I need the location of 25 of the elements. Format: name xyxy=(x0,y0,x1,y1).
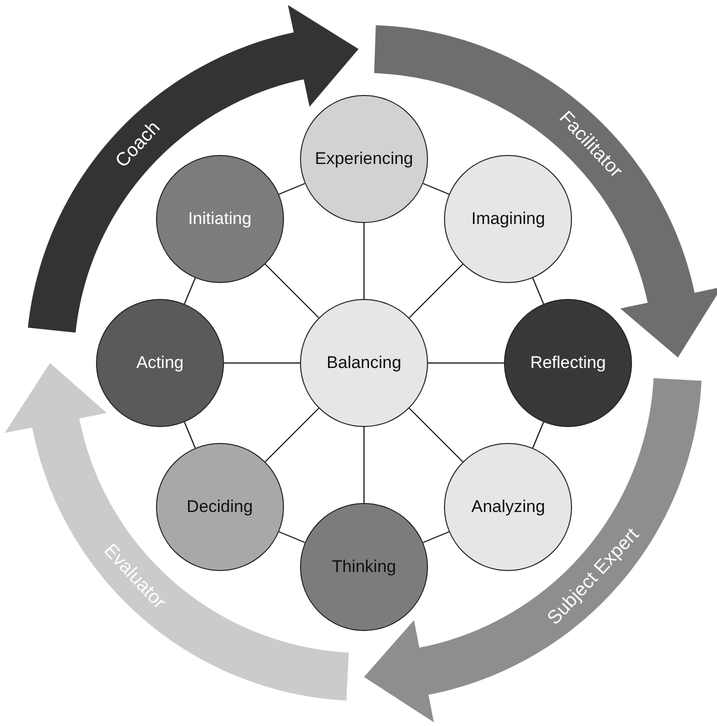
stage-label: Reflecting xyxy=(530,353,606,373)
connector-line xyxy=(422,531,450,544)
connector-line xyxy=(224,362,300,364)
connector-line xyxy=(532,278,544,304)
connector-line xyxy=(278,182,306,195)
connector-line xyxy=(264,264,320,318)
stage-label: Initiating xyxy=(188,208,252,229)
connector-line xyxy=(408,408,464,462)
stage-label: Analyzing xyxy=(471,497,546,518)
stage-label: Experiencing xyxy=(314,149,414,169)
connector-line xyxy=(422,182,450,195)
stage-label: Acting xyxy=(136,353,184,373)
stage-label: Imagining xyxy=(471,208,546,229)
stage-label: Balancing xyxy=(326,353,402,373)
connector-line xyxy=(363,427,365,503)
connector-line xyxy=(184,422,196,448)
connector-line xyxy=(363,223,365,299)
connector-line xyxy=(532,422,544,448)
connector-line xyxy=(408,264,464,318)
connector-line xyxy=(428,362,504,364)
stage-label: Thinking xyxy=(332,557,396,577)
stage-label: Deciding xyxy=(186,497,253,518)
connector-line xyxy=(184,278,196,304)
connector-line xyxy=(278,531,306,544)
connector-line xyxy=(264,408,320,462)
